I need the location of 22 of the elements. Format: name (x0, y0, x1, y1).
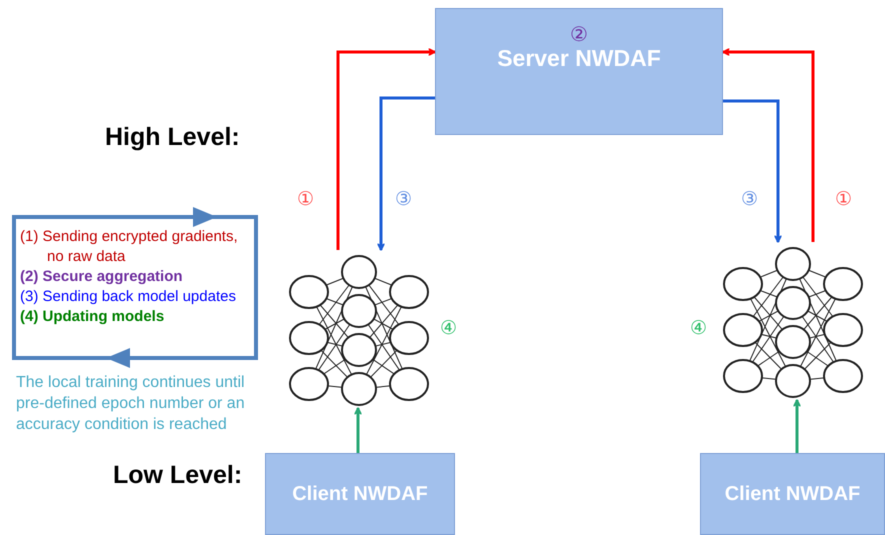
step-number: ④ (440, 318, 458, 341)
step-text: (3) Sending back model updates (20, 287, 237, 307)
step-number: ② (570, 25, 588, 45)
arrow (354, 406, 362, 453)
arrow (376, 96, 435, 252)
arrow (722, 48, 814, 242)
note-text: The local training continues until pre-defined epoch number or an accuracy condition is reached (16, 373, 246, 435)
level-label: High Level: (105, 122, 241, 152)
step-text: (4) Updating models (20, 307, 166, 327)
arrow (336, 48, 436, 250)
box-title: Server NWDAF (497, 45, 661, 73)
step-text: (2) Secure aggregation (20, 267, 184, 287)
step-text: (1) Sending encrypted gradients, no raw data (20, 227, 239, 267)
arrow (792, 398, 802, 453)
arrow (723, 100, 782, 244)
client-box (265, 453, 455, 535)
level-label: Low Level: (113, 460, 244, 490)
server-box (435, 8, 723, 135)
step-number: ④ (690, 318, 708, 341)
box-title: Client NWDAF (292, 482, 428, 506)
box-title: Client NWDAF (724, 482, 860, 506)
client-box (700, 453, 885, 535)
